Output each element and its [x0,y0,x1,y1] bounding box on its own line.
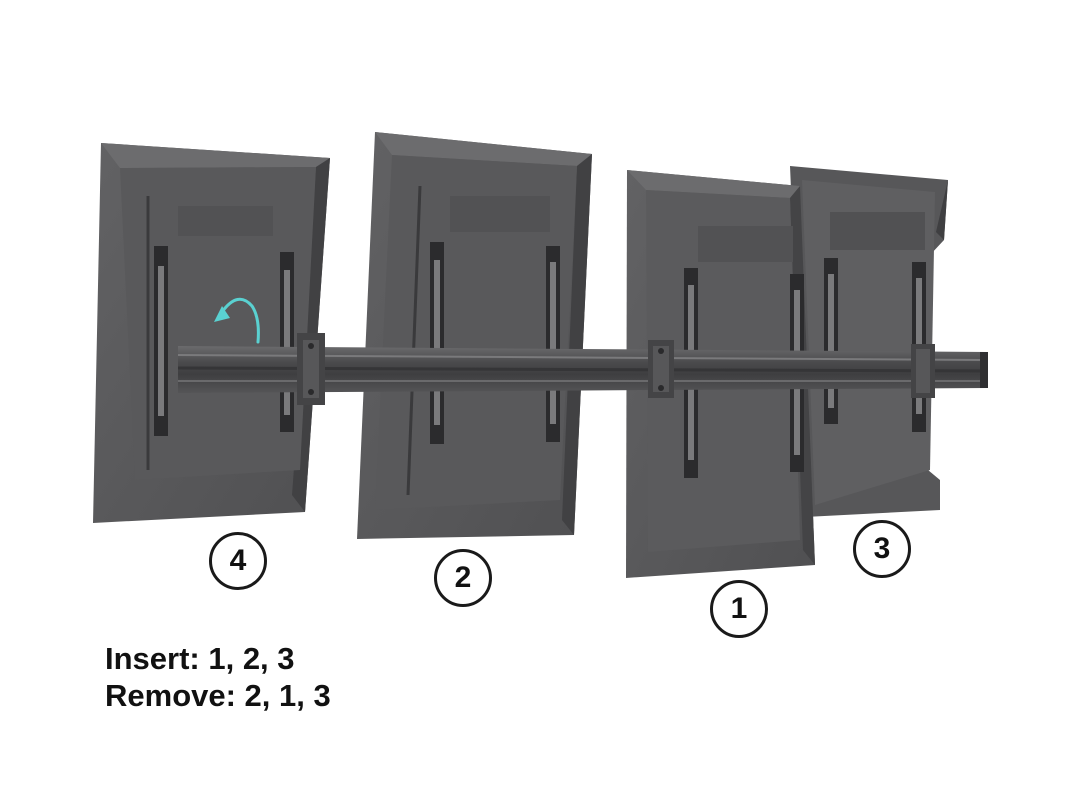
rotate-arrow-icon [214,297,260,344]
mount-bracket-left [430,242,444,444]
step-badge-3: 3 [853,520,911,578]
step-badge-4: 4 [209,532,267,590]
rail-connector-1 [297,333,325,405]
mount-bracket-left [154,246,168,436]
display-2 [357,132,592,539]
display-4 [93,143,330,523]
insert-order: Insert: 1, 2, 3 [105,641,295,676]
rail-connector-3 [911,344,935,398]
rail-connector-2 [648,340,674,398]
mount-bracket-right [280,252,294,432]
remove-order: Remove: 2, 1, 3 [105,678,331,713]
mount-bracket-right [546,246,560,442]
instructions: Insert: 1, 2, 3 Remove: 2, 1, 3 [105,640,331,714]
step-badge-2: 2 [434,549,492,607]
step-badge-1: 1 [710,580,768,638]
